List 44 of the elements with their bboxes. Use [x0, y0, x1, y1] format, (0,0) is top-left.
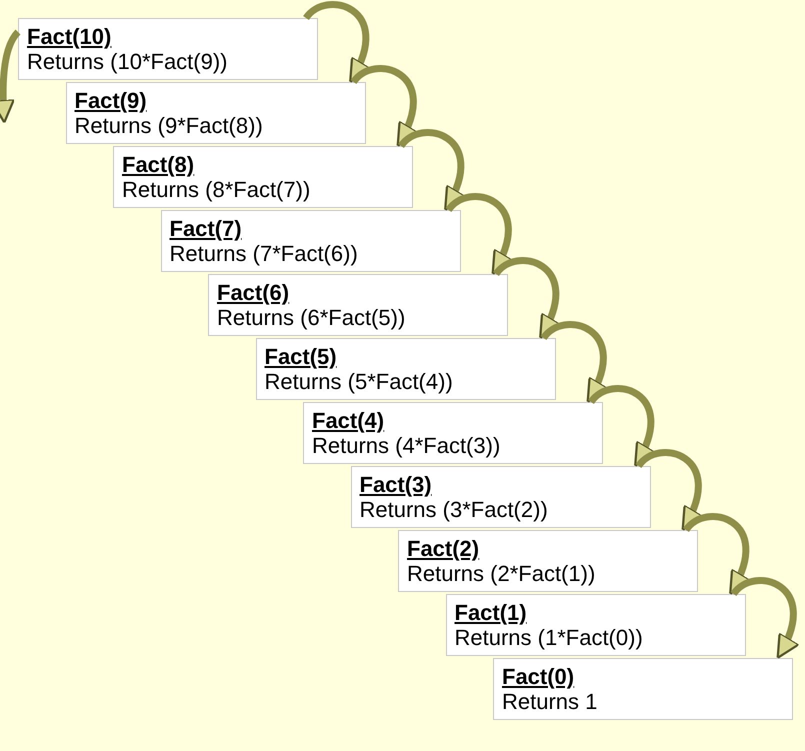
curved-arrow [540, 321, 610, 404]
call-card [398, 530, 698, 592]
call-card [18, 18, 318, 80]
call-title: Fact(7) [170, 216, 242, 241]
call-title: Fact(3) [360, 472, 432, 497]
curved-arrow [588, 385, 657, 468]
return-text: Returns 1 [502, 689, 598, 714]
call-card [303, 402, 603, 464]
curved-arrow [350, 65, 420, 148]
call-title: Fact(0) [502, 664, 574, 689]
call-title: Fact(2) [407, 536, 480, 561]
return-text: Returns (10*Fact(9)) [27, 49, 229, 74]
call-title: Fact(8) [122, 152, 194, 177]
curved-arrow [446, 193, 514, 276]
return-text: Returns (2*Fact(1)) [407, 561, 596, 586]
call-card [446, 594, 746, 656]
call-title: Fact(6) [217, 280, 290, 305]
call-title: Fact(9) [74, 88, 147, 113]
return-text: Returns (5*Fact(4)) [264, 369, 454, 394]
return-text: Returns (7*Fact(6)) [170, 241, 359, 266]
call-card [493, 658, 793, 720]
curved-arrow [398, 129, 467, 212]
curved-arrow [303, 1, 372, 84]
call-card [350, 466, 650, 528]
return-text: Returns (8*Fact(7)) [122, 177, 312, 202]
curved-arrow [730, 577, 800, 660]
call-card [208, 274, 508, 336]
call-card [160, 210, 460, 272]
curved-arrow [493, 257, 562, 340]
call-card [256, 338, 556, 400]
call-card [113, 146, 413, 208]
return-text: Returns (4*Fact(3)) [312, 433, 502, 458]
curved-arrow [0, 30, 21, 124]
return-text: Returns (1*Fact(0)) [454, 625, 644, 650]
call-title: Fact(10) [27, 24, 112, 49]
return-text: Returns (3*Fact(2)) [360, 497, 549, 522]
call-title: Fact(5) [264, 344, 337, 369]
return-text: Returns (6*Fact(5)) [217, 305, 406, 330]
curved-arrow [683, 513, 752, 596]
curved-arrow [636, 449, 704, 532]
return-text: Returns (9*Fact(8)) [74, 113, 264, 138]
call-title: Fact(4) [312, 408, 384, 433]
call-card [66, 82, 366, 144]
call-title: Fact(1) [454, 600, 527, 625]
